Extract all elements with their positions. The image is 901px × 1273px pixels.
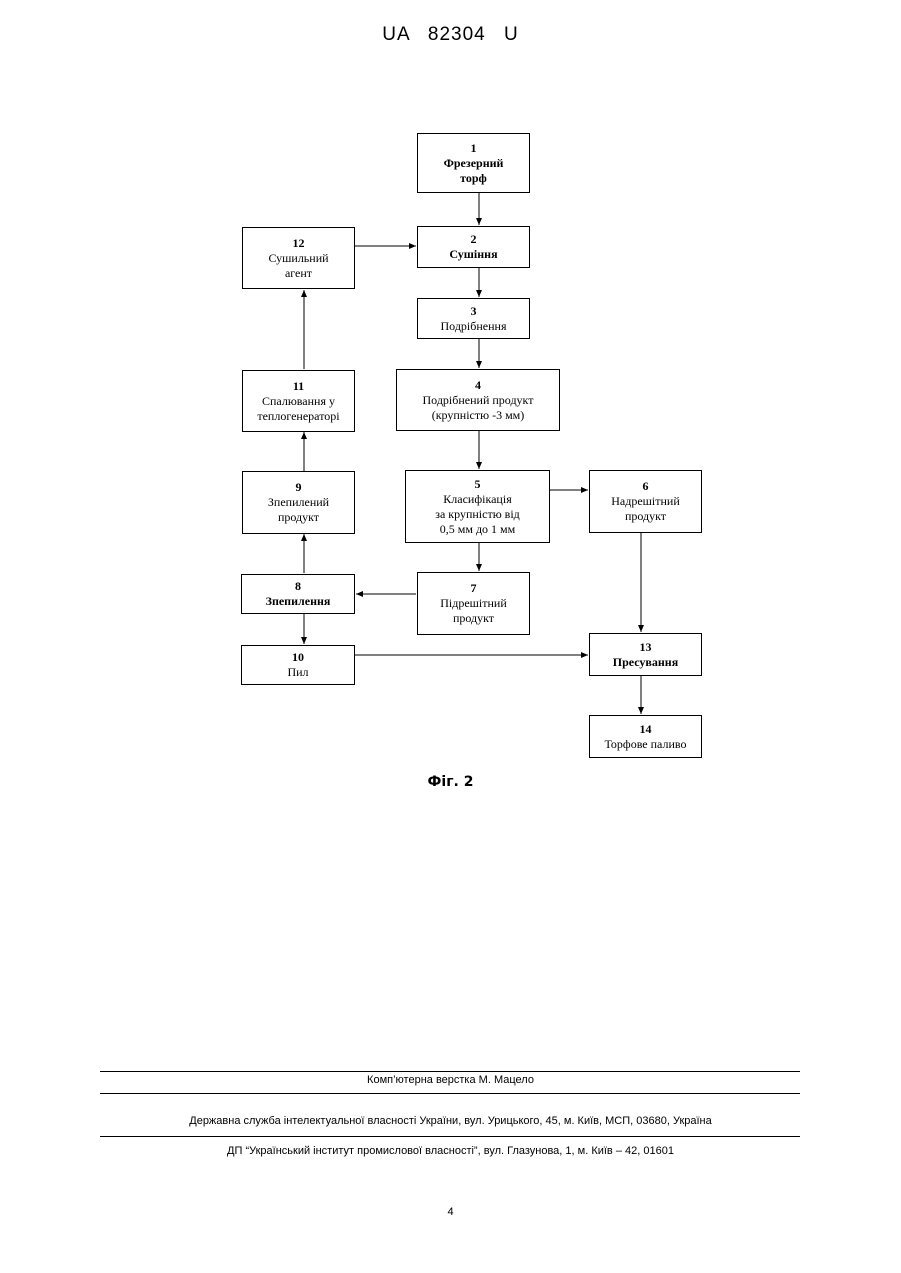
box-drying-agent: 12 Сушильний агент: [242, 227, 355, 289]
box-number: 2: [471, 232, 477, 247]
footer-institute: ДП “Український інститут промислової вла…: [0, 1145, 901, 1157]
box-dedusted-product: 9 Зпепилений продукт: [242, 471, 355, 534]
box-milled-peat: 1 Фрезерний торф: [417, 133, 530, 193]
box-dedusting: 8 Зпепилення: [241, 574, 355, 614]
figure-caption: Фіг. 2: [0, 774, 901, 790]
box-label: Пресування: [613, 655, 678, 670]
box-label: Надрешітний продукт: [611, 494, 680, 524]
box-number: 9: [296, 480, 302, 495]
box-number: 12: [293, 236, 305, 251]
box-undersize-product: 7 Підрешітний продукт: [417, 572, 530, 635]
footer-rule-top: [100, 1071, 800, 1072]
box-number: 10: [292, 650, 304, 665]
box-dust: 10 Пил: [241, 645, 355, 685]
box-number: 14: [640, 722, 652, 737]
box-number: 1: [471, 141, 477, 156]
footer-rule-bottom: [100, 1136, 800, 1137]
box-number: 4: [475, 378, 481, 393]
box-label: Фрезерний торф: [444, 156, 504, 186]
box-number: 11: [293, 379, 304, 394]
box-label: Пил: [287, 665, 308, 680]
footer-publisher: Державна служба інтелектуальної власност…: [0, 1115, 901, 1127]
box-drying: 2 Сушіння: [417, 226, 530, 268]
box-classification: 5 Класифікація за крупністю від 0,5 мм д…: [405, 470, 550, 543]
box-label: Подрібнений продукт (крупністю -3 мм): [423, 393, 534, 423]
box-pressing: 13 Пресування: [589, 633, 702, 676]
box-number: 8: [295, 579, 301, 594]
box-grinding: 3 Подрібнення: [417, 298, 530, 339]
page-number: 4: [0, 1206, 901, 1218]
box-number: 13: [640, 640, 652, 655]
box-oversize-product: 6 Надрешітний продукт: [589, 470, 702, 533]
box-combustion: 11 Спалювання у теплогенераторі: [242, 370, 355, 432]
box-number: 3: [471, 304, 477, 319]
box-label: Подрібнення: [441, 319, 507, 334]
box-label: Торфове паливо: [605, 737, 687, 752]
box-label: Підрешітний продукт: [440, 596, 507, 626]
box-label: Класифікація за крупністю від 0,5 мм до …: [435, 492, 520, 537]
box-label: Сушильний агент: [268, 251, 328, 281]
box-number: 6: [643, 479, 649, 494]
box-peat-fuel: 14 Торфове паливо: [589, 715, 702, 758]
box-number: 5: [475, 477, 481, 492]
footer-rule-middle: [100, 1093, 800, 1094]
box-label: Спалювання у теплогенераторі: [257, 394, 339, 424]
footer-layout-credit: Комп’ютерна верстка М. Мацело: [0, 1074, 901, 1086]
box-ground-product: 4 Подрібнений продукт (крупністю -3 мм): [396, 369, 560, 431]
box-label: Зпепилений продукт: [268, 495, 329, 525]
box-number: 7: [471, 581, 477, 596]
box-label: Сушіння: [449, 247, 497, 262]
box-label: Зпепилення: [266, 594, 331, 609]
